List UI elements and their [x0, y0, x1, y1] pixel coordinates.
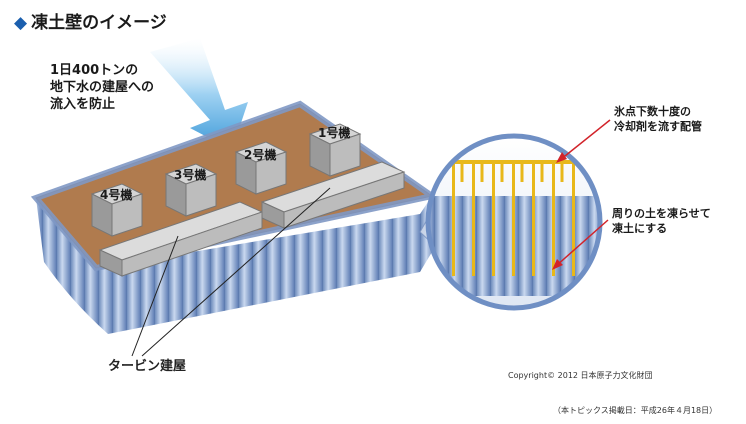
freeze-note-line2: 凍土にする — [612, 222, 668, 235]
freeze-pointer-arrow — [552, 219, 609, 270]
flow-note-line3: 流入を防止 — [50, 97, 116, 112]
zoom-detail-circle — [425, 133, 603, 311]
pipe-note-line2: 冷却剤を流す配管 — [614, 120, 702, 133]
pipe-note: 氷点下数十度の 冷却剤を流す配管 — [614, 104, 702, 134]
freeze-note-line1: 周りの土を凍らせて — [612, 207, 711, 220]
turbine-leader-left — [131, 235, 179, 357]
groundwater-flow-arrow — [150, 38, 248, 150]
copyright-text: Copyright© 2012 日本原子力文化財団 — [508, 371, 653, 380]
frozen-wall-left — [36, 198, 108, 334]
freeze-note: 周りの土を凍らせて 凍土にする — [612, 206, 711, 236]
unit-label-2: 2号機 — [244, 148, 277, 162]
page-title: ◆凍土壁のイメージ — [14, 8, 167, 33]
pipe-note-line1: 氷点下数十度の — [614, 105, 691, 118]
reactor-building-2 — [234, 141, 288, 195]
pipe-pointer-arrow — [556, 119, 611, 163]
unit-label-1: 1号機 — [318, 126, 351, 140]
flow-note-line1: 1日400トンの — [50, 63, 139, 78]
flow-note-line2: 地下水の建屋への — [50, 80, 155, 95]
turbine-building-label: タービン建屋 — [108, 359, 187, 374]
reactor-building-1 — [308, 123, 362, 177]
flow-note: 1日400トンの 地下水の建屋への 流入を防止 — [50, 62, 154, 113]
turbine-building-left — [98, 201, 264, 277]
frozen-wall-front — [96, 214, 420, 334]
title-text: 凍土壁のイメージ — [31, 13, 167, 33]
publication-date-note: （本トピックス掲載日：平成26年４月18日） — [553, 406, 718, 415]
unit-label-3: 3号機 — [174, 168, 207, 182]
turbine-leader-right — [141, 187, 331, 357]
unit-label-4: 4号機 — [100, 188, 133, 202]
reactor-building-3 — [164, 163, 218, 217]
diamond-bullet-icon: ◆ — [14, 13, 28, 33]
reactor-building-4 — [90, 183, 144, 237]
turbine-building-right — [260, 161, 406, 229]
